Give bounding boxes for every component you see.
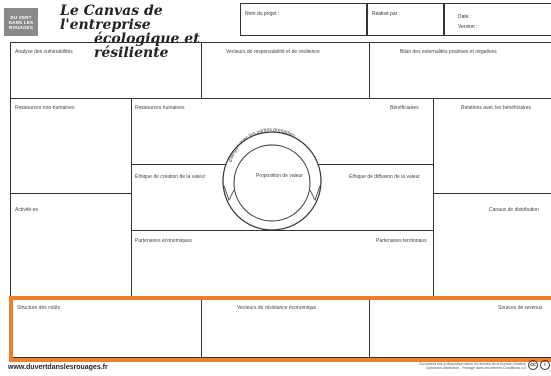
divider: [131, 98, 132, 299]
section-revenue-sources: Sources de revenus: [498, 305, 543, 311]
value-proposition-circle: dialogue avec les parties prenantes: [222, 127, 322, 231]
logo-line-3: ROUAGES: [8, 24, 34, 30]
logo-line-2: DANS LES: [8, 19, 34, 25]
cycle-arrow-left: [223, 185, 235, 202]
section-value-proposition: Proposition de valeur: [256, 173, 303, 179]
section-beneficiary-relations: Relations avec les bénéficiaires: [461, 105, 532, 111]
canvas-grid: Analyse des vulnérabilités Vecteurs de r…: [10, 42, 551, 359]
section-activities: Activité·es: [15, 207, 39, 213]
cc-icon: cc: [528, 360, 538, 370]
section-creation-ethics: Éthique de création de la valeur: [135, 174, 206, 180]
license-line-2: Commons Attribution - Partage dans les m…: [425, 366, 526, 371]
title-line-1: Le Canvas de l'entreprise: [60, 3, 163, 33]
section-territorial-partners: Partenaires territoriaux: [376, 238, 427, 244]
divider: [369, 43, 370, 98]
license-text: Document mis à disposition selon les ter…: [390, 362, 526, 370]
section-non-human-resources: Ressources non-humaines: [15, 105, 75, 111]
section-distribution-channels: Canaux de distribution: [489, 207, 539, 213]
project-name-label: Nom du projet :: [245, 11, 280, 17]
divider: [131, 230, 433, 231]
divider: [369, 299, 370, 359]
cycle-arrow-right: [309, 185, 321, 202]
author-field[interactable]: Réalisé par :: [367, 3, 444, 36]
author-label: Réalisé par :: [372, 11, 401, 17]
date-version-field[interactable]: Date : Version :: [444, 3, 551, 36]
divider: [11, 193, 131, 194]
section-economic-partners: Partenaires économiques: [135, 238, 192, 244]
section-vulnerabilities: Analyse des vulnérabilités: [15, 49, 73, 55]
section-responsibility: Vecteurs de responsabilité et de résilie…: [226, 49, 320, 55]
logo-line-1: DU VERT: [10, 14, 32, 20]
divider: [201, 299, 202, 359]
brand-logo: DU VERT DANS LES ROUAGES: [4, 8, 38, 36]
section-cost-structure: Structure des coûts: [17, 305, 61, 311]
by-icon: i: [540, 360, 550, 370]
section-externalities: Bilan des externalités positives et néga…: [400, 49, 497, 55]
version-label: Version :: [458, 24, 478, 30]
license-line-1: Document mis à disposition selon les ter…: [419, 362, 526, 366]
date-label: Date :: [458, 14, 472, 20]
project-name-field[interactable]: Nom du projet :: [240, 3, 367, 36]
highlight-frame: [9, 296, 551, 362]
section-diffusion-ethics: Éthique de diffusion de la valeur: [349, 174, 421, 180]
inner-circle: [233, 144, 311, 222]
divider: [11, 98, 551, 99]
divider: [433, 98, 434, 299]
section-human-resources: Ressources humaines: [135, 105, 185, 111]
section-beneficiaries: Bénéficiaires: [390, 105, 419, 111]
website-link[interactable]: www.duvertdanslesrouages.fr: [8, 364, 108, 371]
divider: [433, 193, 551, 194]
section-economic-resistance: Vecteurs de résistance économique: [237, 305, 317, 311]
divider: [201, 43, 202, 98]
